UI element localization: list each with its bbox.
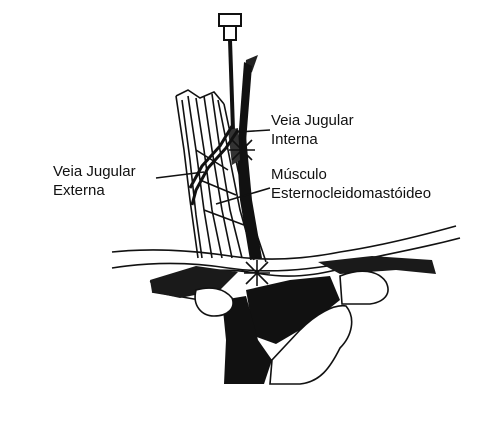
internal-jugular-vein-label-line-2: Interna	[271, 131, 318, 148]
retractor-hands	[194, 270, 389, 385]
muscle-label: Músculo Esternocleidomastóideo	[271, 165, 431, 203]
external-jugular-vein-label-line-1: Veia Jugular	[53, 163, 136, 180]
internal-jugular-vein-label: Veia Jugular Interna	[271, 111, 354, 149]
syringe-needle	[218, 13, 258, 142]
leader-lines	[155, 129, 271, 205]
muscle-label-line-2: Esternocleidomastóideo	[271, 185, 432, 202]
internal-jugular-vein-label-line-1: Veia Jugular	[271, 112, 354, 129]
external-jugular-vein-label-line-2: Externa	[53, 182, 105, 199]
external-jugular-vein	[188, 125, 240, 206]
muscle-label-line-1: Músculo	[271, 166, 327, 183]
external-jugular-vein-label: Veia Jugular Externa	[53, 162, 136, 200]
retracted-tissue	[150, 256, 436, 384]
